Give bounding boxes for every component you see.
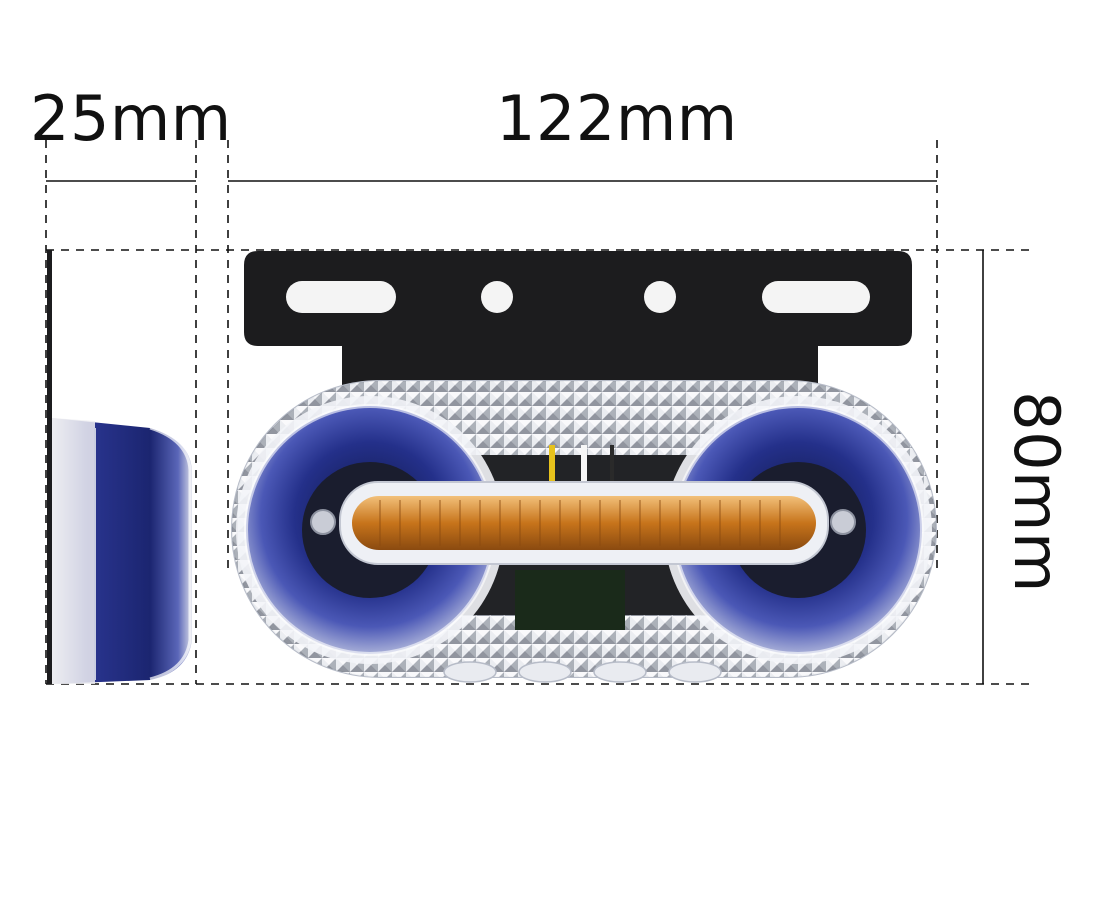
side-view	[47, 250, 192, 684]
width-dimension-label: 122mm	[496, 82, 738, 155]
dimension-guides	[45, 140, 1035, 685]
front-view	[231, 251, 937, 683]
mounting-bracket	[244, 251, 912, 390]
depth-dimension-label: 25mm	[30, 82, 232, 155]
